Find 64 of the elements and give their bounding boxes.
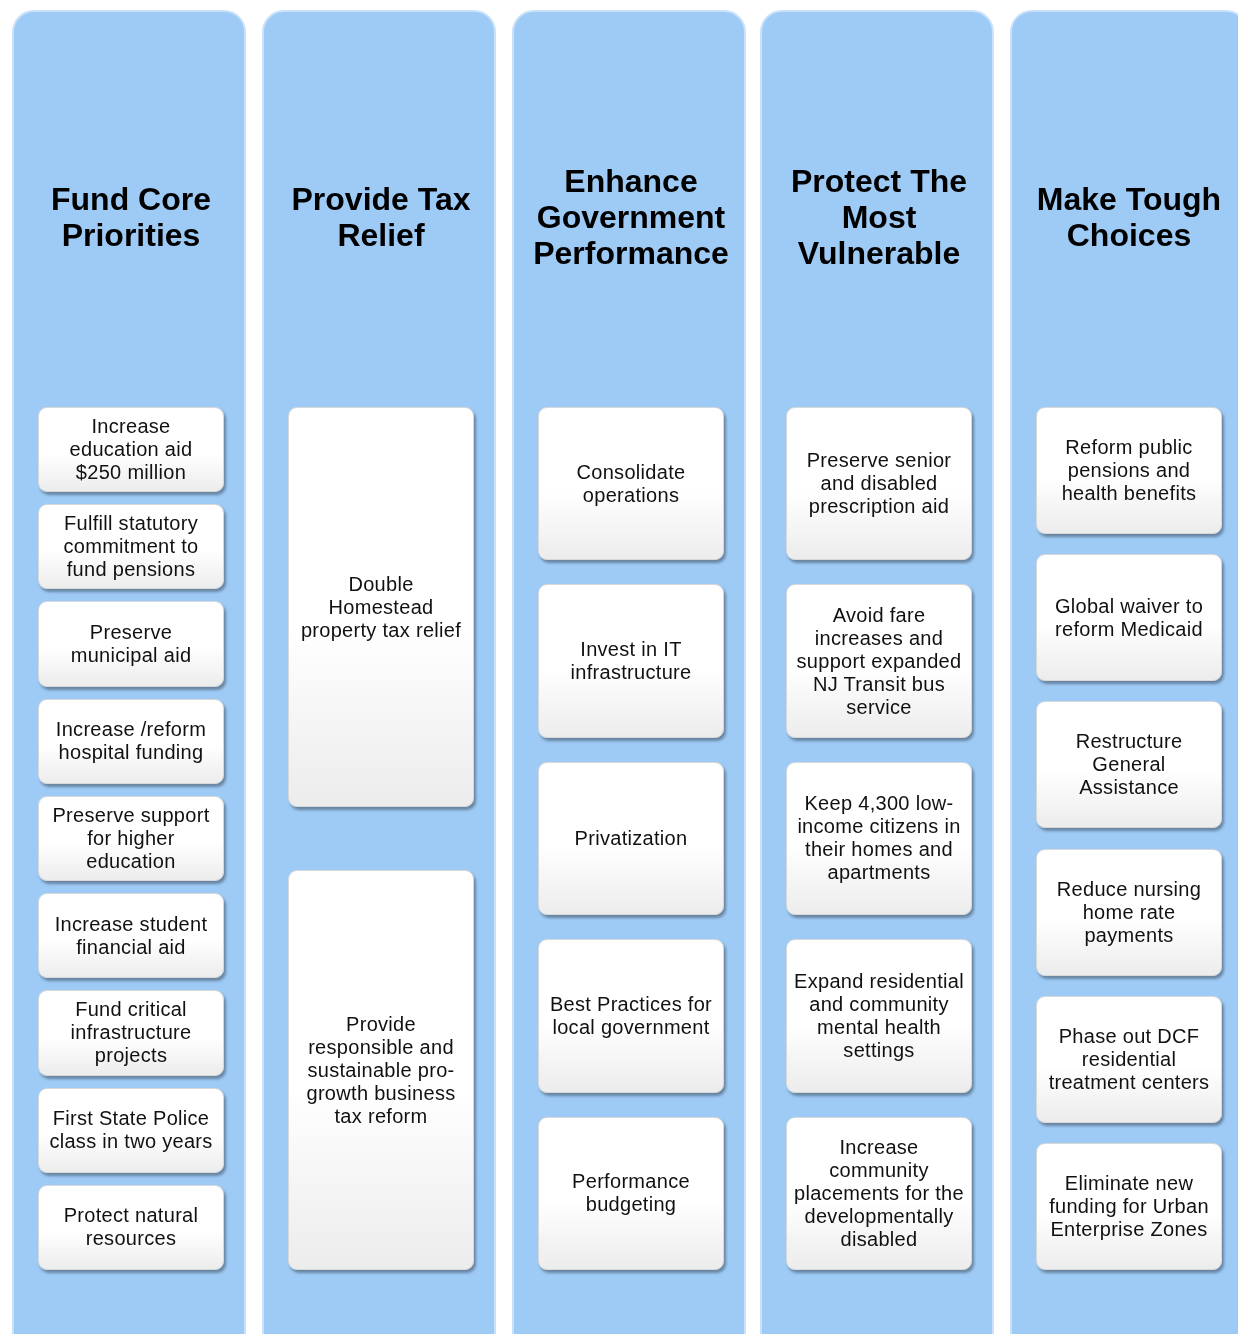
item-card [786, 939, 972, 1093]
column-panel [12, 10, 246, 1334]
item-text: Fulfill statutory commitment to fund pensions [62, 512, 200, 582]
item-text: Preserve senior and disabled prescription aid [805, 449, 953, 519]
item-text: Restructure General Assistance [1074, 730, 1184, 800]
item-card [1036, 995, 1222, 1123]
item-text: Privatization [574, 827, 688, 850]
column-heading: Enhance Government Performance [532, 162, 730, 273]
item-text: First State Police class in two years [48, 1107, 214, 1154]
item-card [1036, 554, 1222, 682]
item-card [38, 601, 224, 687]
item-card [38, 1087, 224, 1173]
item-text: Consolidate operations [575, 460, 687, 507]
item-card [288, 407, 474, 807]
item-text: Provide responsible and sustainable pro-growth business tax reform [305, 1012, 457, 1128]
item-text: Increase /reform hospital funding [54, 718, 208, 765]
item-text: Increase education aid $250 million [68, 415, 194, 485]
item-text: Invest in IT infrastructure [569, 638, 693, 685]
item-text: Performance budgeting [571, 1170, 691, 1217]
item-text: Preserve municipal aid [69, 621, 193, 668]
item-card [1036, 701, 1222, 829]
item-text: Preserve support for higher education [51, 804, 211, 873]
item-text: Global waiver to reform Medicaid [1053, 594, 1205, 641]
item-card [1036, 1142, 1222, 1270]
item-text: Reform public pensions and health benefits [1060, 436, 1198, 506]
item-card [288, 870, 474, 1270]
item-card [38, 893, 224, 979]
column-panel [760, 10, 994, 1334]
item-card [538, 407, 724, 561]
item-text: Fund critical infrastructure projects [69, 998, 193, 1068]
item-card [38, 795, 224, 882]
item-text: Eliminate new funding for Urban Enterprise Zones [1048, 1171, 1210, 1241]
column-panel [512, 10, 746, 1334]
item-card [38, 1184, 224, 1270]
item-card [38, 990, 224, 1076]
item-card [538, 761, 724, 916]
item-card [538, 939, 724, 1093]
item-text: Protect natural resources [62, 1204, 200, 1251]
item-card [1036, 848, 1222, 976]
column-heading: Provide Tax Relief [290, 180, 472, 255]
column-panel [1010, 10, 1238, 1334]
item-card [786, 1116, 972, 1270]
item-card [538, 1116, 724, 1270]
item-card [38, 407, 224, 493]
item-card [38, 504, 224, 590]
item-card [786, 407, 972, 561]
item-text: Reduce nursing home rate payments [1055, 877, 1203, 947]
item-card [538, 584, 724, 738]
item-text: Best Practices for local government [548, 992, 714, 1039]
column-heading: Make Tough Choices [1035, 180, 1223, 255]
item-text: Double Homestead property tax relief [299, 572, 463, 642]
item-card [38, 698, 224, 784]
column-heading: Protect The Most Vulnerable [790, 162, 968, 273]
item-card [786, 584, 972, 738]
item-text: Avoid fare increases and support expanded NJ Transit bus service [795, 603, 963, 719]
item-text: Keep 4,300 low-income citizens in their homes and apartments [796, 792, 962, 885]
item-text: Phase out DCF residential treatment centers [1047, 1024, 1211, 1094]
item-card [1036, 407, 1222, 535]
item-text: Increase student financial aid [53, 912, 209, 959]
item-text: Expand residential and community mental health settings [793, 969, 965, 1062]
column-heading: Fund Core Priorities [50, 180, 212, 255]
item-card [786, 761, 972, 916]
column-panel [262, 10, 496, 1334]
item-text: Increase community placements for the developmentally disabled [793, 1135, 965, 1251]
